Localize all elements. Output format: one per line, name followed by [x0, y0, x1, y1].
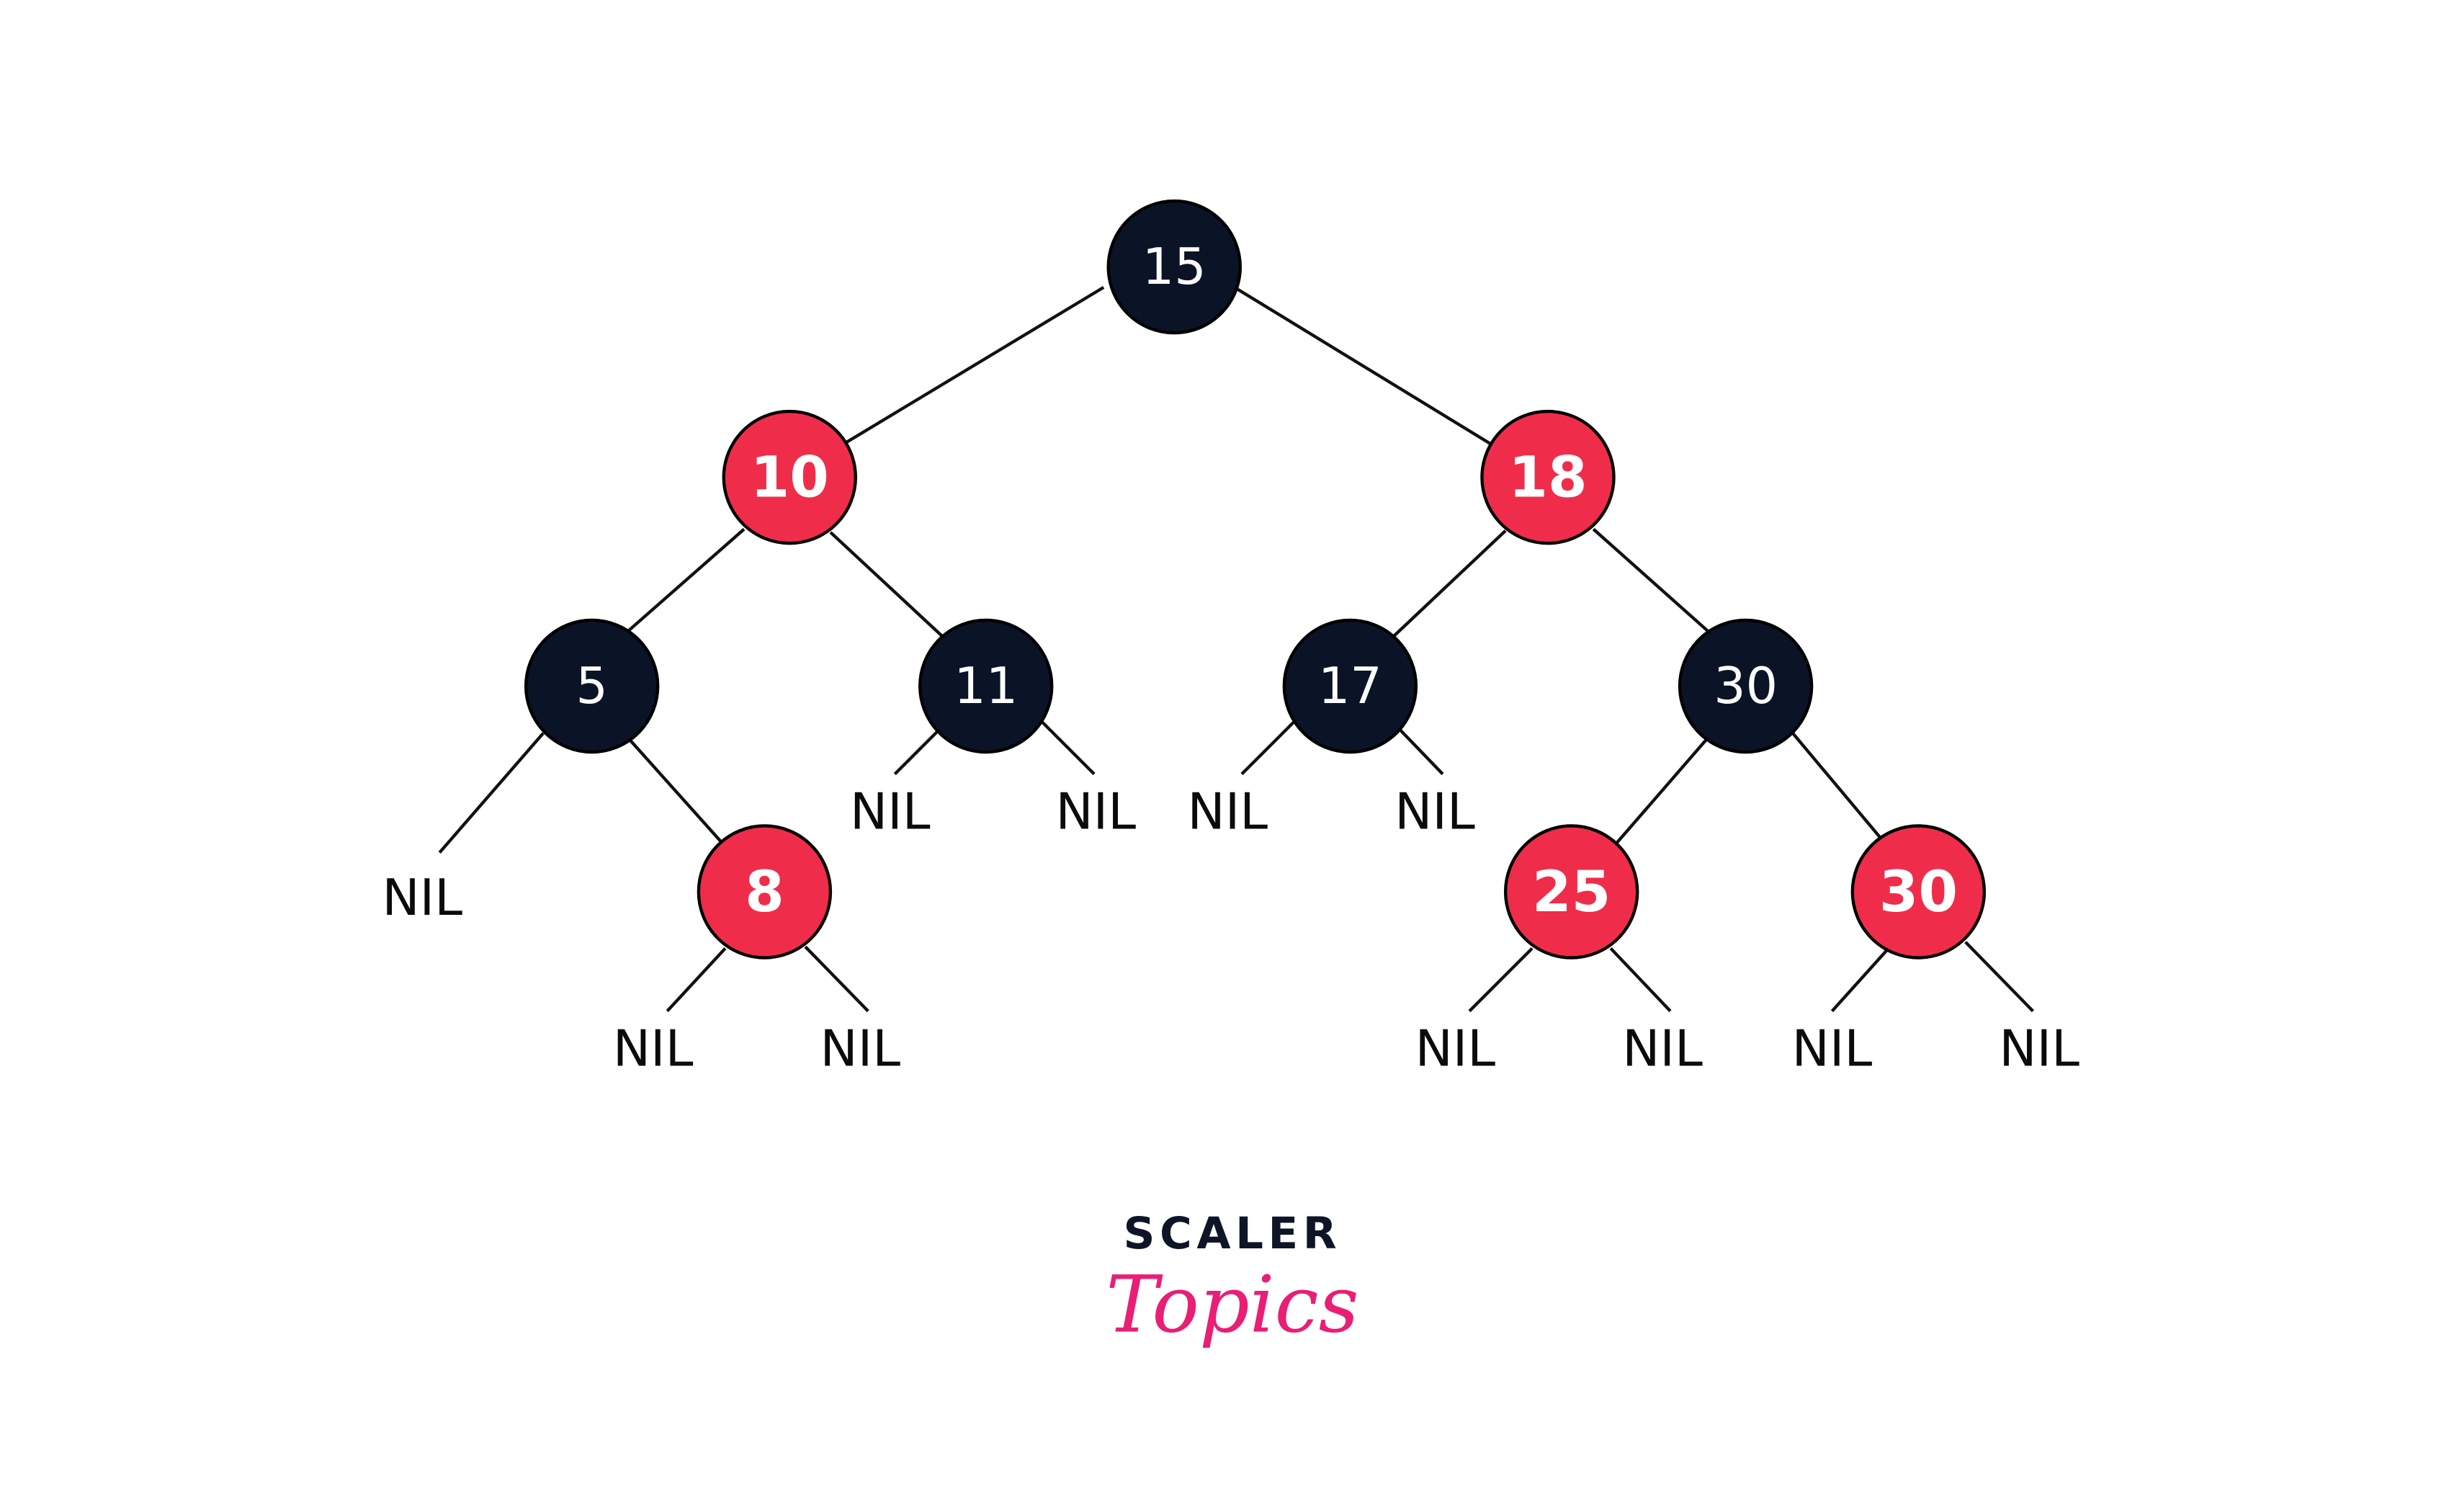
- tree-node-red: 25: [1503, 824, 1639, 959]
- node-circle: [1282, 618, 1418, 754]
- nil-leaf-label: NIL: [1999, 1019, 2079, 1078]
- tree-edge: [1392, 529, 1507, 638]
- node-label: 10: [751, 444, 829, 511]
- node-circle: [524, 618, 660, 754]
- nil-leaf-label: NIL: [850, 782, 931, 841]
- node-circle: [1678, 618, 1814, 754]
- tree-edge: [1612, 738, 1708, 848]
- tree-edge: [1592, 527, 1709, 632]
- tree-edge: [438, 732, 545, 854]
- tree-node-black: 30: [1678, 618, 1814, 754]
- node-label: 8: [745, 859, 784, 925]
- node-circle: [918, 618, 1054, 754]
- tree-node-red: 30: [1850, 824, 1987, 959]
- nodes: 15 10 18 5 11 17 30 8 25 30: [524, 199, 1987, 959]
- nil-leaf-label: NIL: [1415, 1019, 1496, 1078]
- tree-edge: [666, 947, 727, 1013]
- nil-leaf-label: NIL: [1055, 782, 1136, 841]
- tree-edge: [1041, 721, 1096, 776]
- node-circle: [722, 409, 857, 545]
- edges: [438, 286, 2034, 1013]
- tree-node-black: 5: [524, 618, 660, 754]
- nil-leaves: NIL NIL NIL NIL NIL NIL NIL NIL NIL NIL NIL: [382, 782, 2079, 1078]
- logo-topics-text: Topics: [1106, 1258, 1358, 1350]
- nil-leaf-label: NIL: [382, 869, 462, 927]
- nil-leaf-label: NIL: [820, 1019, 901, 1078]
- tree-node-red: 8: [697, 824, 833, 959]
- tree-node-red: 18: [1480, 409, 1616, 545]
- nil-leaf-label: NIL: [1188, 782, 1268, 841]
- tree-edge: [628, 738, 725, 846]
- node-label: 11: [954, 657, 1018, 715]
- tree-edge: [1964, 941, 2034, 1013]
- node-circle: [1106, 199, 1242, 335]
- node-label: 5: [576, 657, 607, 715]
- tree-edge: [1468, 947, 1534, 1013]
- tree-node-red: 10: [722, 409, 857, 545]
- node-label: 25: [1532, 859, 1611, 925]
- tree-node-black: 17: [1282, 618, 1418, 754]
- nil-leaf-label: NIL: [613, 1019, 694, 1078]
- nil-leaf-label: NIL: [1792, 1019, 1873, 1078]
- tree-edge: [1830, 947, 1890, 1013]
- tree-edge: [1609, 947, 1672, 1013]
- node-label: 17: [1318, 657, 1382, 715]
- tree-edge: [1791, 732, 1884, 841]
- node-label: 30: [1879, 859, 1958, 925]
- node-circle: [697, 824, 833, 959]
- tree-edge: [804, 945, 869, 1013]
- tree-node-black: 11: [918, 618, 1054, 754]
- node-circle: [1480, 409, 1616, 545]
- tree-edge: [1236, 287, 1492, 446]
- node-circle: [1850, 824, 1987, 959]
- node-label: 30: [1714, 657, 1778, 715]
- node-circle: [1503, 824, 1639, 959]
- tree-edge: [627, 527, 746, 632]
- tree-edge: [842, 286, 1105, 446]
- tree-edge: [893, 730, 939, 776]
- nil-leaf-label: NIL: [1622, 1019, 1703, 1078]
- tree-edge: [1399, 729, 1444, 776]
- tree-edge: [1240, 721, 1295, 776]
- scaler-topics-logo: SCALER Topics: [1106, 1208, 1358, 1351]
- node-label: 18: [1508, 444, 1587, 511]
- node-label: 15: [1142, 238, 1206, 296]
- tree-edge: [829, 531, 944, 638]
- logo-scaler-text: SCALER: [1124, 1208, 1342, 1259]
- nil-leaf-label: NIL: [1394, 782, 1475, 841]
- tree-node-black: 15: [1106, 199, 1242, 335]
